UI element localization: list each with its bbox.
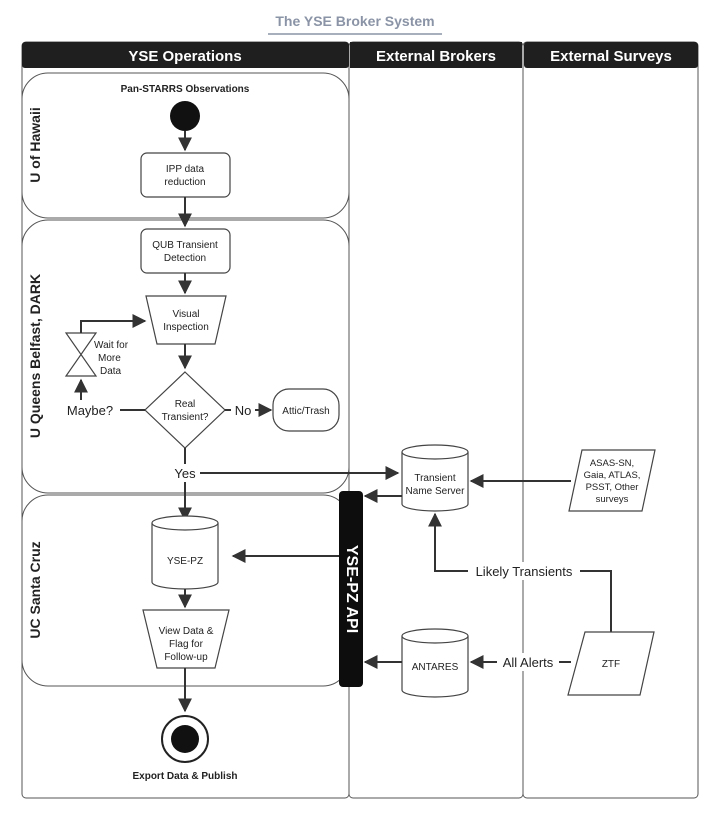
qub-label-2: Detection (164, 253, 206, 264)
tns-label-2: Name Server (406, 486, 466, 497)
maybe-label-bg (60, 400, 120, 418)
lane-label-santa-cruz: UC Santa Cruz (27, 541, 43, 638)
view-data-node (142, 609, 230, 669)
ztf-node (567, 631, 655, 696)
likely-transients-label: Likely Transients (476, 564, 573, 579)
ipp-node (140, 152, 231, 198)
surveys-node (568, 449, 656, 512)
surveys-label-4: surveys (596, 494, 629, 505)
view-label-2: Flag for (169, 639, 204, 650)
antares-label: ANTARES (412, 662, 459, 673)
ztf-label: ZTF (602, 659, 620, 670)
likely-label-bg (468, 562, 580, 580)
lane-label-belfast: U Queens Belfast, DARK (27, 274, 43, 438)
lane-label-hawaii: U of Hawaii (27, 107, 43, 182)
diagram-title: The YSE Broker System (275, 13, 434, 29)
qub-node (140, 228, 231, 274)
yse-operations-title: YSE Operations (128, 48, 241, 65)
view-label-1: View Data & (159, 626, 214, 637)
ipp-label-2: reduction (164, 177, 205, 188)
qub-label-1: QUB Transient (152, 240, 218, 251)
all-alerts-label: All Alerts (503, 655, 554, 670)
yse-pz-api-label: YSE-PZ API (343, 545, 360, 633)
view-label-3: Follow-up (164, 652, 208, 663)
surveys-label-3: PSST, Other (586, 482, 639, 493)
visual-inspection-node (145, 295, 227, 345)
real-label-2: Transient? (162, 412, 209, 423)
visual-label-1: Visual (172, 309, 199, 320)
ipp-label-1: IPP data (166, 164, 205, 175)
wait-label-2: More (98, 353, 121, 364)
hourglass-icon (64, 332, 98, 377)
no-label: No (235, 403, 252, 418)
export-label: Export Data & Publish (132, 771, 237, 782)
attic-node (272, 388, 340, 432)
external-surveys-title: External Surveys (550, 48, 672, 65)
antares-node-top (401, 628, 469, 644)
tns-node (401, 452, 469, 512)
yse-operations-header (22, 42, 349, 68)
yes-label-bg (170, 464, 200, 482)
antares-node (401, 636, 469, 698)
end-node (171, 725, 199, 753)
yse-pz-node-top (151, 515, 219, 531)
start-node (170, 101, 200, 131)
all-alerts-label-bg (497, 653, 559, 671)
wait-label-3: Data (100, 366, 122, 377)
no-label-bg (231, 401, 255, 419)
yes-label: Yes (174, 466, 196, 481)
maybe-label: Maybe? (67, 403, 113, 418)
tns-node-top (401, 444, 469, 460)
visual-label-2: Inspection (163, 322, 209, 333)
panstarrs-label: Pan-STARRS Observations (121, 84, 250, 95)
surveys-label-1: ASAS-SN, (590, 458, 634, 469)
edge-wait-visual (80, 314, 147, 333)
wait-label-1: Wait for (94, 340, 129, 351)
real-label-1: Real (175, 399, 196, 410)
external-brokers-title: External Brokers (376, 48, 496, 65)
attic-label: Attic/Trash (282, 406, 329, 417)
tns-label-1: Transient (414, 473, 456, 484)
yse-pz-label: YSE-PZ (167, 556, 203, 567)
external-brokers-header (350, 42, 522, 68)
external-surveys-header (524, 42, 698, 68)
surveys-label-2: Gaia, ATLAS, (584, 470, 641, 481)
yse-pz-api-bar (339, 491, 363, 687)
